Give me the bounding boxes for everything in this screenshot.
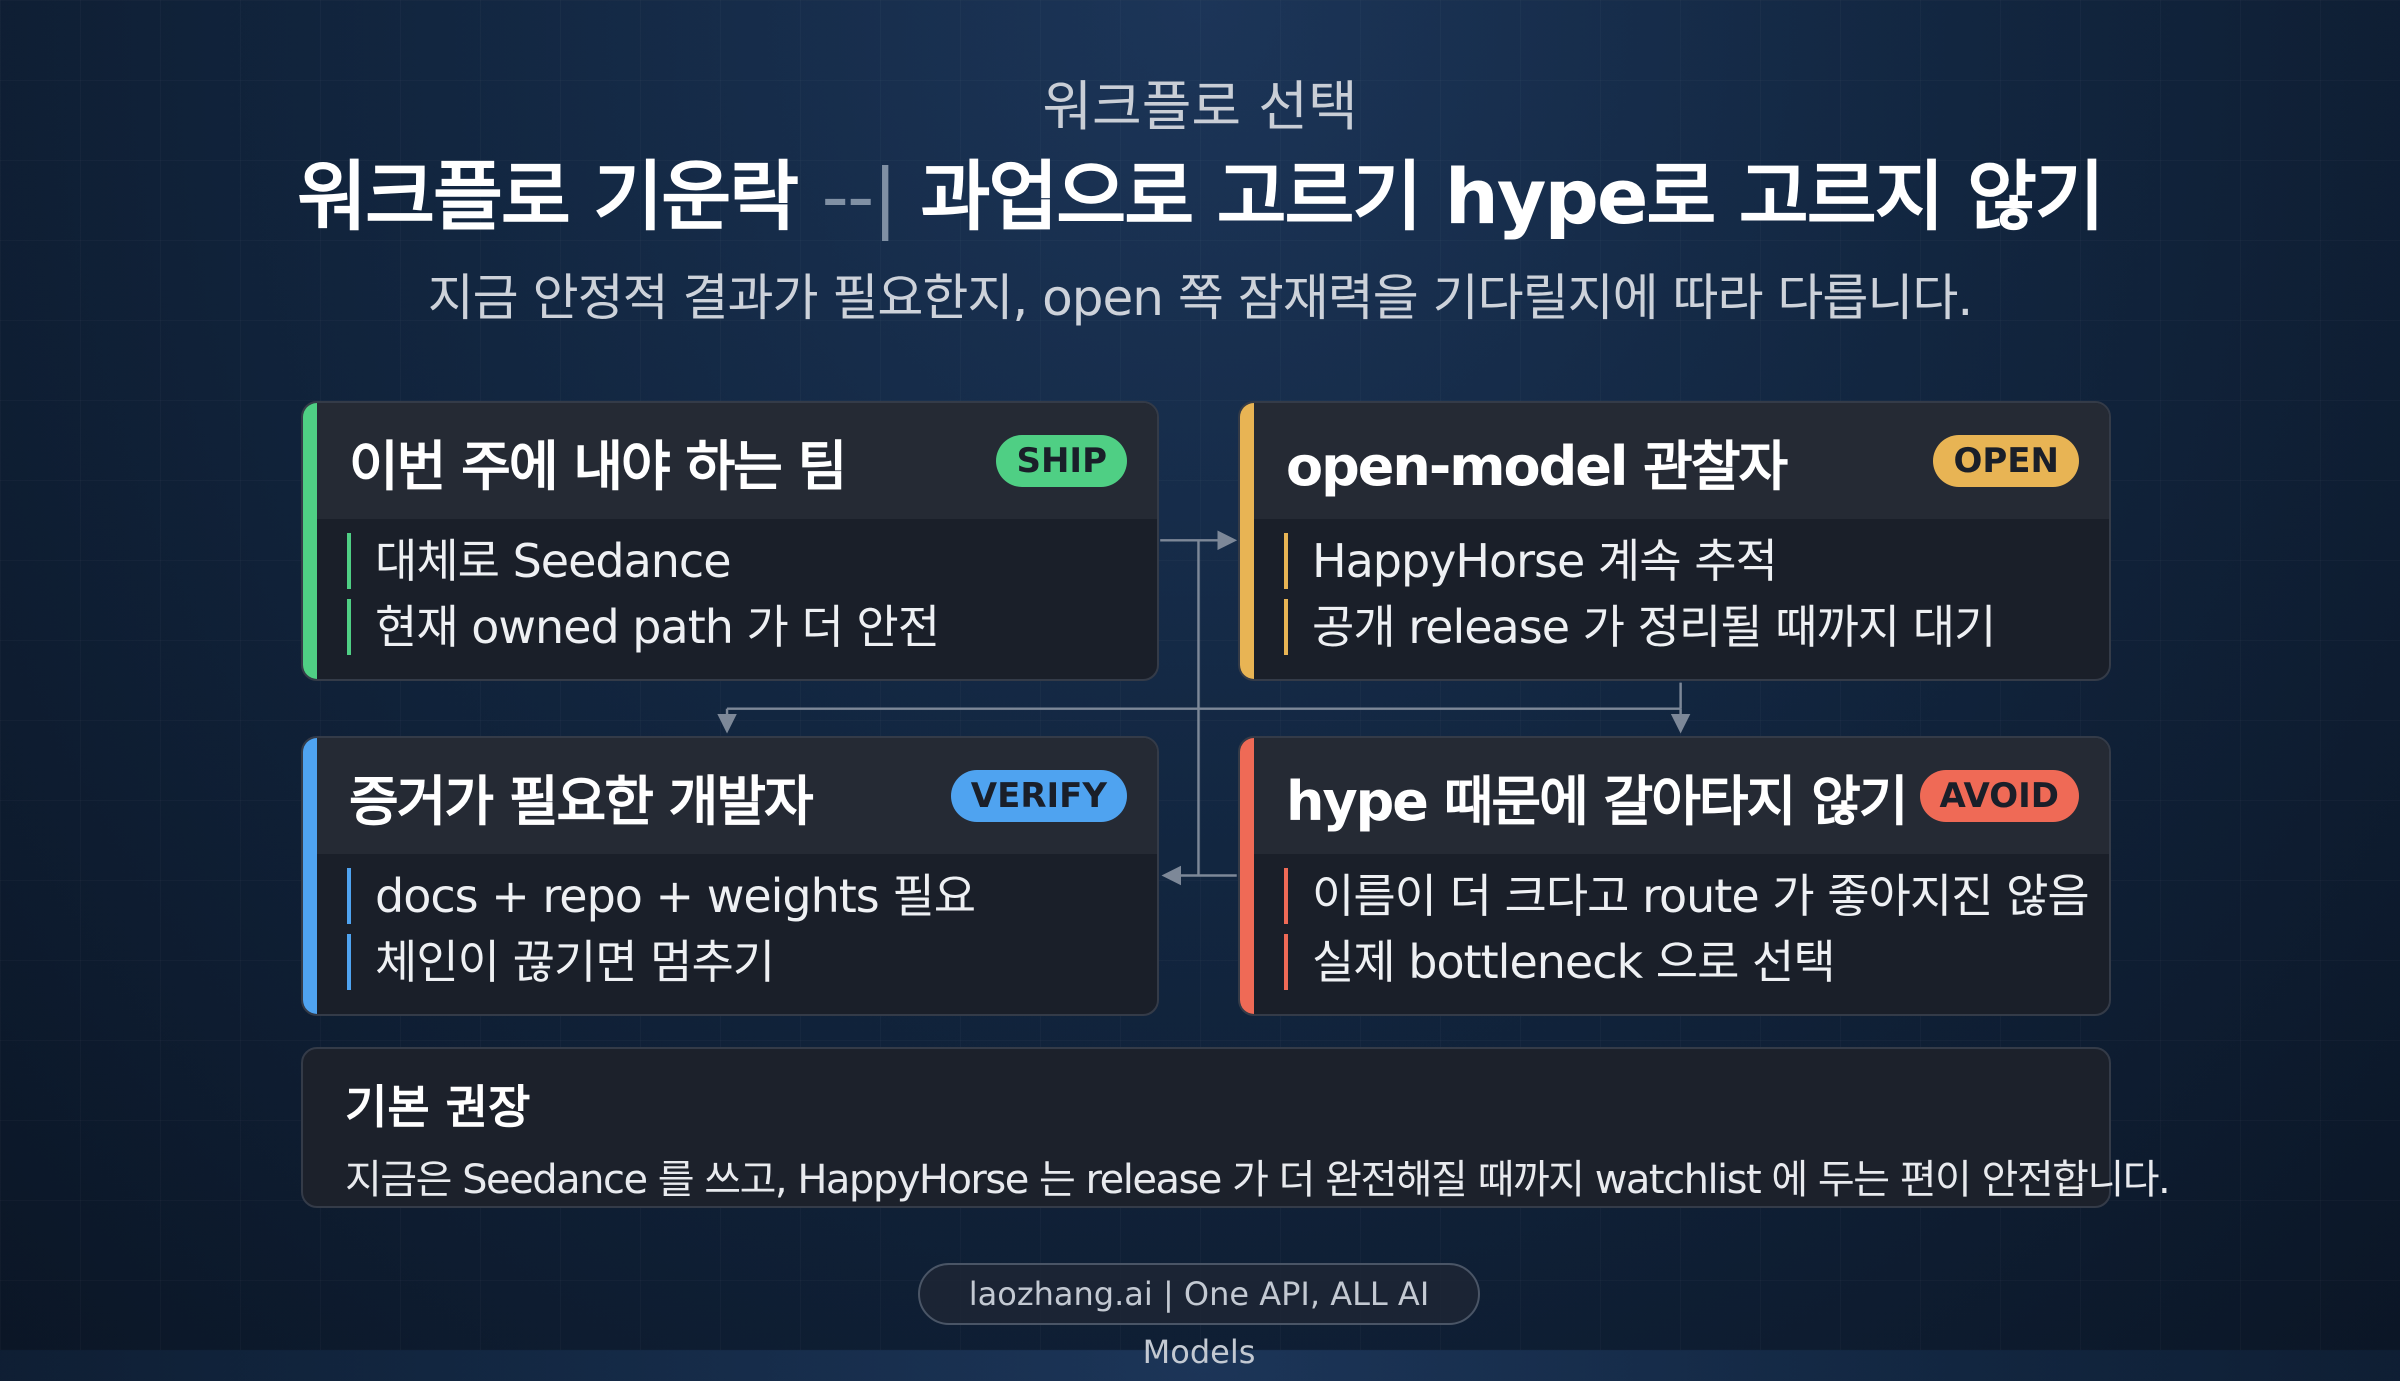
connector-horizontal: [727, 682, 1682, 710]
title-right: 과업으로 고르기 hype로 고르지 않기: [920, 152, 2104, 241]
card-line: docs + repo + weights 필요: [347, 868, 1157, 924]
card-line: 실제 bottleneck 으로 선택: [1284, 934, 2109, 990]
title-left: 워크플로 기운락: [297, 152, 799, 241]
card-line: 현재 owned path 가 더 안전: [347, 599, 1157, 655]
kicker: 워크플로 선택: [1042, 75, 1358, 138]
card-line: 공개 release 가 정리될 때까지 대기: [1284, 599, 2109, 655]
accent-bar: [1240, 738, 1254, 1014]
ship-badge: SHIP: [996, 435, 1127, 487]
card-verify: 증거가 필요한 개발자 VERIFY docs + repo + weights …: [301, 736, 1159, 1016]
recommendation-text: 지금은 Seedance 를 쓰고, HappyHorse 는 release …: [345, 1157, 2171, 1203]
card-ship: 이번 주에 내야 하는 팀 SHIP 대체로 Seedance 현재 owned p…: [301, 401, 1159, 681]
accent-bar: [303, 738, 317, 1014]
footer-pill: laozhang.ai | One API, ALL AI Models: [918, 1263, 1480, 1371]
accent-bar: [1240, 403, 1254, 679]
recommendation-box: 기본 권장 지금은 Seedance 를 쓰고, HappyHorse 는 re…: [301, 1047, 2171, 1208]
card-line: 체인이 끊기면 멈추기: [347, 934, 1157, 990]
card-line: 대체로 Seedance: [347, 533, 1157, 589]
connectors: [717, 530, 1691, 886]
page-title: 워크플로 기운락 --| 과업으로 고르기 hype로 고르지 않기: [0, 135, 2400, 245]
card-line: 이름이 더 크다고 route 가 좋아지진 않음: [1284, 868, 2109, 924]
accent-bar: [303, 403, 317, 679]
card-title: open-model 관찰자: [1286, 434, 1788, 498]
title-separator: --|: [821, 152, 898, 241]
recommendation-heading: 기본 권장: [345, 1080, 531, 1134]
card-title: 증거가 필요한 개발자: [349, 769, 814, 833]
verify-badge: VERIFY: [950, 770, 1127, 822]
card-line: HappyHorse 계속 추적: [1284, 533, 2109, 589]
open-badge: OPEN: [1933, 435, 2079, 487]
subtitle: 지금 안정적 결과가 필요한지, open 쪽 잠재력을 기다릴지에 따라 다릅…: [427, 269, 1974, 327]
card-title: hype 때문에 갈아타지 않기: [1286, 769, 1908, 833]
card-title: 이번 주에 내야 하는 팀: [349, 434, 847, 498]
avoid-badge: AVOID: [1919, 770, 2079, 822]
